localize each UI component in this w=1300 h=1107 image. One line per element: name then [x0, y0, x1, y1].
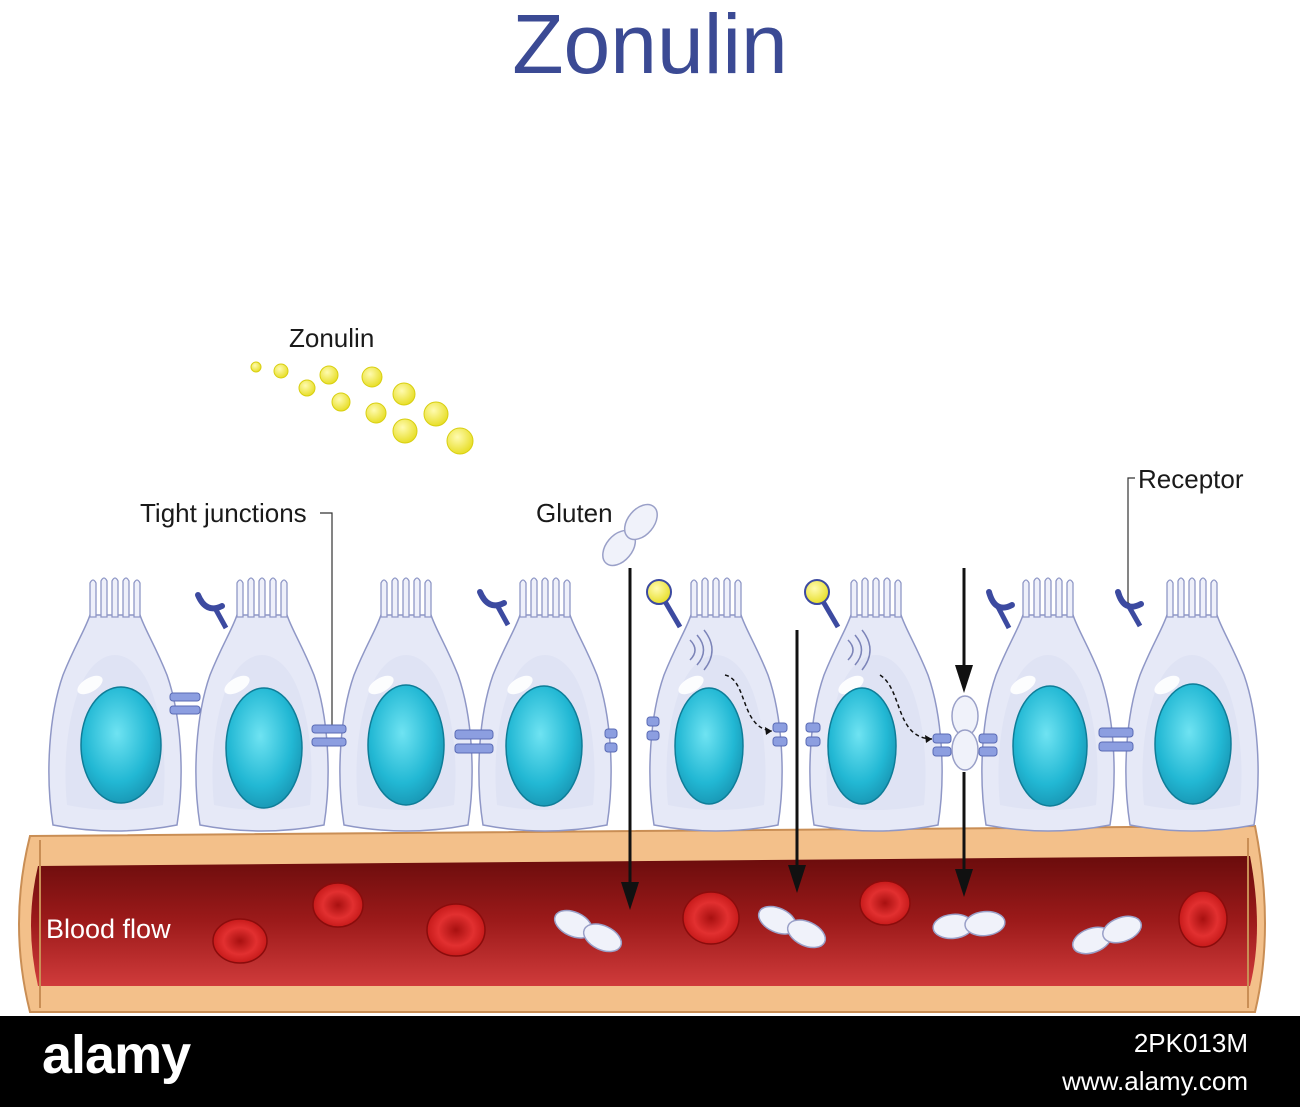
receptor-icon: [195, 592, 229, 630]
signal-waves: [689, 629, 871, 671]
bound-receptors: [646, 579, 841, 629]
nucleus-icon: [505, 685, 583, 807]
zonulin-particle-icon: [365, 402, 387, 424]
footer-url: www.alamy.com: [1062, 1066, 1248, 1096]
gluten-in-blood: [553, 905, 1143, 955]
receptor-leader-line: [1127, 477, 1135, 605]
zonulin-particle-icon: [361, 366, 383, 388]
tight-junction-icon: [805, 722, 821, 747]
gluten-molecule-icon: [602, 503, 658, 567]
zonulin-particle-icon: [298, 379, 316, 397]
tight-junctions-leader-line: [320, 512, 333, 730]
epithelial-cell: [981, 577, 1115, 832]
zonulin-particle-icon: [319, 365, 339, 385]
footer-image-id: 2PK013M: [1133, 1028, 1248, 1058]
epithelial-cell: [478, 577, 612, 832]
tight-junction-icon: [978, 733, 998, 757]
gluten-label: Gluten: [536, 498, 613, 528]
zonulin-particle-icon: [646, 579, 672, 605]
nucleus-icon: [674, 687, 744, 805]
zonulin-particle-icon: [392, 418, 418, 444]
zonulin-particle-icon: [423, 401, 449, 427]
epithelial-cells: [48, 577, 1259, 832]
gluten-molecule-icon: [1071, 915, 1143, 955]
epithelial-cell: [48, 577, 182, 832]
zonulin-particle-icon: [331, 392, 351, 412]
nucleus-icon: [1012, 685, 1088, 807]
receptor-icon: [1115, 589, 1144, 628]
nucleus-icon: [367, 684, 445, 806]
epithelial-cell: [195, 577, 329, 832]
tight-junction-icon: [1098, 727, 1134, 752]
epithelial-cell: [809, 577, 943, 832]
zonulin-particle-icon: [392, 382, 416, 406]
footer-logo: alamy: [42, 1025, 191, 1085]
zonulin-diagram: Zonulin Tight junctions Gluten Receptor …: [18, 323, 1266, 1013]
tight-junction-icon: [454, 729, 494, 754]
tight-junctions-label: Tight junctions: [140, 498, 307, 528]
red-blood-cell-icon: [312, 882, 364, 928]
zonulin-particle-icon: [273, 363, 289, 379]
tight-junction-icon: [604, 728, 618, 753]
receptor-icon: [986, 589, 1015, 630]
blood-vessel: [18, 824, 1266, 1013]
gluten-molecule-icon: [932, 910, 1006, 940]
epithelial-cell: [339, 577, 473, 832]
zonulin-particle-icon: [446, 427, 474, 455]
page-title: Zonulin: [512, 0, 788, 91]
signal-arrow: [724, 674, 773, 732]
red-blood-cell-icon: [426, 903, 486, 957]
receptors: [195, 589, 1144, 630]
tight-junction-icon: [169, 692, 201, 715]
receptor-label: Receptor: [1138, 464, 1244, 494]
footer-bar: alamy 2PK013M www.alamy.com: [0, 1016, 1300, 1107]
signal-arrow: [879, 674, 933, 740]
red-blood-cell-icon: [212, 918, 268, 964]
zonulin-particle-icon: [804, 579, 830, 605]
tight-junctions: [169, 692, 1134, 757]
nucleus-icon: [80, 686, 162, 804]
epithelial-cell: [1125, 577, 1259, 832]
red-blood-cell-icon: [859, 880, 911, 926]
tight-junction-icon: [772, 722, 788, 747]
blood-flow-label: Blood flow: [46, 914, 171, 944]
red-blood-cells: [212, 880, 1228, 964]
red-blood-cell-icon: [682, 891, 740, 945]
nucleus-icon: [1154, 683, 1232, 805]
gluten-molecule-icon: [951, 695, 979, 771]
tight-junction-icon: [311, 724, 347, 747]
tight-junction-icon: [646, 716, 660, 741]
tight-junction-icon: [932, 733, 952, 757]
receptor-icon: [477, 589, 511, 627]
zonulin-label: Zonulin: [289, 323, 374, 353]
red-blood-cell-icon: [1178, 890, 1228, 948]
gluten-molecule-icon: [757, 905, 827, 949]
epithelial-cell: [649, 577, 783, 832]
transport-arrows: [621, 568, 973, 910]
zonulin-particle-icon: [250, 361, 262, 373]
gluten-molecule-icon: [553, 909, 623, 953]
nucleus-icon: [827, 687, 897, 805]
zonulin-particles: [250, 361, 474, 455]
nucleus-icon: [225, 687, 303, 809]
